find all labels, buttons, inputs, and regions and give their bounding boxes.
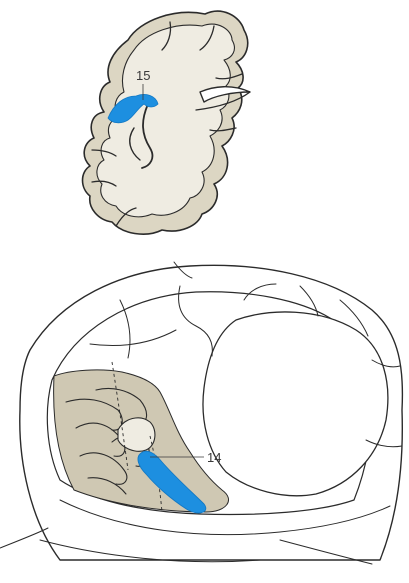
coronal-brain-section: 15 (83, 11, 251, 234)
lateral-brain-view: 14 (0, 262, 402, 564)
lateral-frontal-lobe (203, 312, 388, 496)
transverse-gyrus (118, 418, 155, 451)
label-15: 15 (136, 68, 150, 83)
label-14: 14 (207, 450, 221, 465)
lateral-base-line (0, 528, 48, 548)
